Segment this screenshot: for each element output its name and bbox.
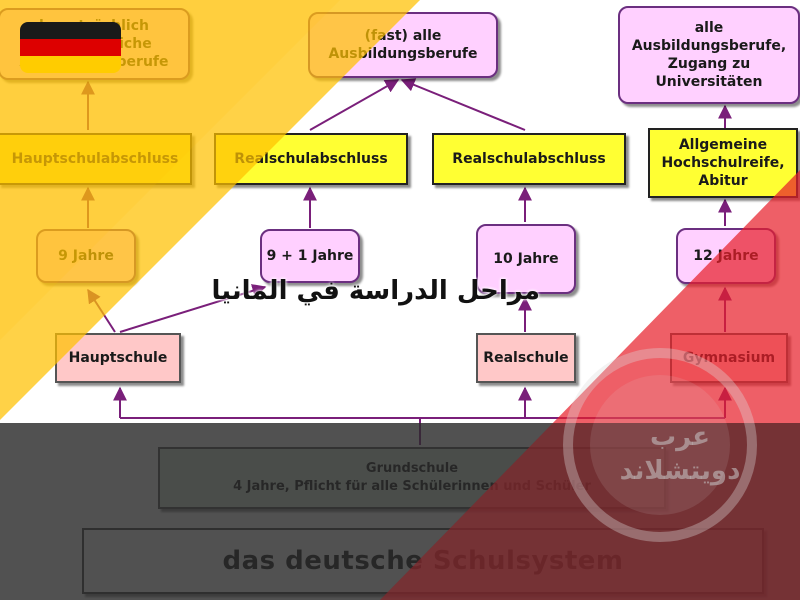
- years-12-box: 12 Jahre: [676, 228, 776, 284]
- years-9-plus-1-box: 9 + 1 Jahre: [260, 229, 360, 283]
- hauptschule-box: Hauptschule: [55, 333, 181, 383]
- outcome-all-trades-university: alle Ausbildungsberufe, Zugang zu Univer…: [618, 6, 800, 104]
- watermark-text: عرب دويتشلاند: [619, 422, 741, 486]
- german-flag-icon: [20, 22, 121, 73]
- hochschulreife-box: Allgemeine Hochschulreife, Abitur: [648, 128, 798, 198]
- arabic-page-title: مراحل الدراسة في المانيا: [211, 276, 540, 306]
- hauptschulabschluss-box: Hauptschulabschluss: [0, 133, 192, 185]
- years-9-box: 9 Jahre: [36, 229, 136, 283]
- watermark-emblem: [563, 348, 757, 542]
- outcome-most-trades: (fast) alle Ausbildungsberufe: [308, 12, 498, 78]
- realschulabschluss-left-box: Realschulabschluss: [214, 133, 408, 185]
- realschulabschluss-right-box: Realschulabschluss: [432, 133, 626, 185]
